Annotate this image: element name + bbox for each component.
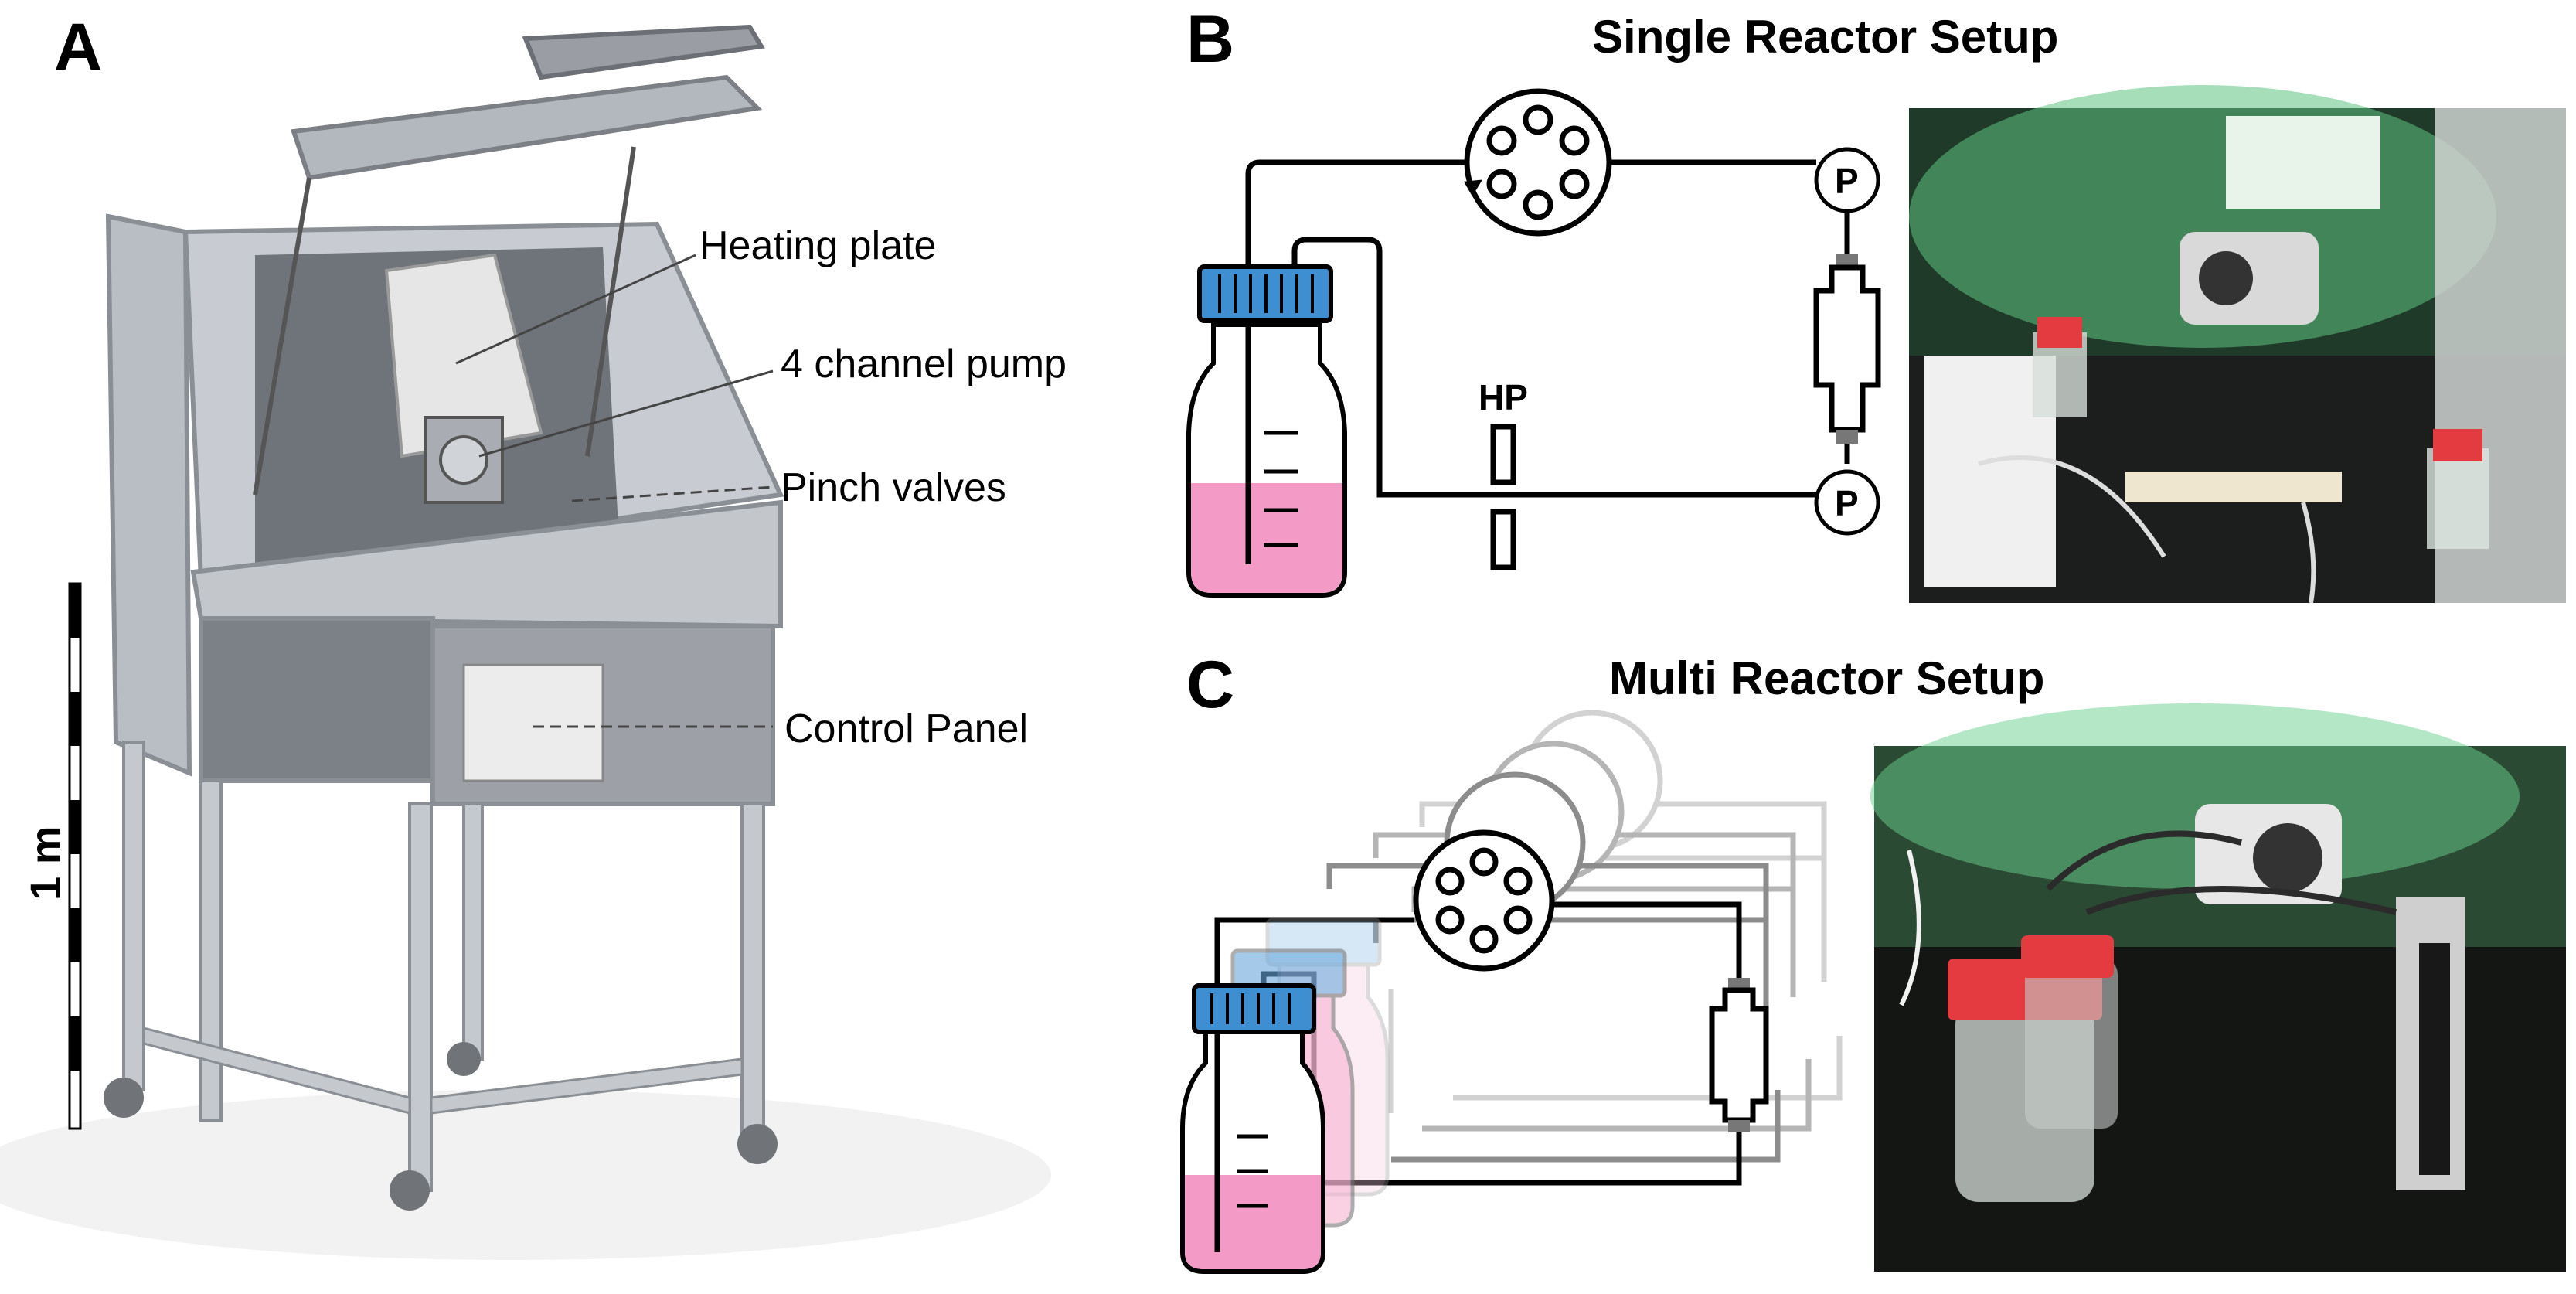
scale-bar: 1 m	[21, 582, 82, 1130]
leader-heating-plate	[455, 254, 696, 365]
panel-c-title: Multi Reactor Setup	[1609, 652, 2044, 704]
panel-a-letter: A	[54, 10, 102, 84]
pump-direction-arrowhead	[1463, 179, 1482, 196]
multi-pump-head	[1413, 829, 1555, 972]
heating-plate-symbol-label: HP	[1479, 377, 1528, 417]
media-bottle	[1186, 264, 1347, 598]
panel-b-title: Single Reactor Setup	[1592, 11, 2058, 63]
panel-c-letter: C	[1186, 648, 1234, 722]
multi-media-bottles	[1180, 918, 1390, 1274]
pressure-sensor-top-label: P	[1835, 161, 1859, 201]
panel-c: C Multi Reactor Setup	[1180, 648, 2566, 1274]
pressure-sensor-bottom	[1814, 469, 1880, 536]
single-reactor-photo	[1909, 85, 2566, 604]
pressure-sensor-top	[1814, 147, 1880, 213]
callout-control-panel: Control Panel	[784, 707, 1028, 751]
heating-plate-lower	[1490, 509, 1516, 570]
bioreactor-cabinet-rendering	[0, 24, 1051, 1260]
pump-head	[1464, 88, 1612, 237]
panel-b: B Single Reactor Setup	[1186, 2, 2566, 604]
panel-a: A	[0, 10, 1067, 1260]
callout-heating-plate: Heating plate	[699, 223, 936, 268]
callout-pump: 4 channel pump	[781, 342, 1067, 386]
scale-bar-label: 1 m	[21, 826, 70, 901]
multi-reactor-schematic	[1214, 710, 1843, 1186]
single-reactor-schematic	[1245, 88, 1881, 570]
leader-pump	[478, 369, 774, 458]
heating-plate-upper	[1490, 424, 1516, 485]
pressure-sensor-bottom-label: P	[1835, 483, 1859, 523]
multi-reactor-photo	[1870, 703, 2566, 1272]
panel-b-letter: B	[1186, 2, 1234, 77]
callout-pinch-valves: Pinch valves	[781, 465, 1006, 510]
